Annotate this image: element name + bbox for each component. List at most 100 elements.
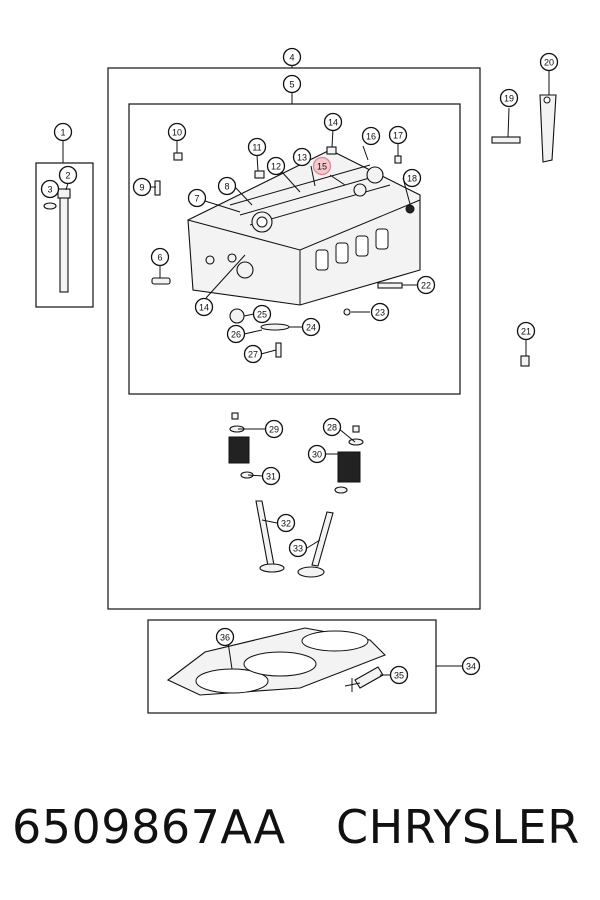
callout-label: 6 [157, 253, 162, 263]
cylinder-head-illustration [187, 149, 421, 306]
callout-label: 21 [521, 327, 531, 337]
callout-label: 33 [293, 544, 303, 554]
callout-34: 34 [461, 656, 481, 676]
callout-label: 26 [231, 330, 241, 340]
part-6 [151, 277, 171, 285]
callout-label: 1 [60, 128, 65, 138]
head-gasket [166, 627, 386, 696]
callout-25: 25 [252, 304, 272, 324]
callout-27: 27 [243, 344, 263, 364]
callout-label: 28 [327, 423, 337, 433]
callout-14-lower: 14 [194, 297, 214, 317]
part-9 [154, 180, 161, 196]
callout-4: 4 [282, 47, 302, 67]
part-rod [59, 193, 69, 293]
callout-label: 29 [269, 425, 279, 435]
callout-36: 36 [215, 627, 235, 647]
part-number: 6509867AA [12, 800, 286, 854]
callout-label: 30 [312, 450, 322, 460]
callout-33: 33 [288, 538, 308, 558]
callout-13: 13 [292, 147, 312, 167]
valve-exhaust [297, 511, 334, 578]
callout-label: 23 [375, 308, 385, 318]
part-35-plug [344, 666, 384, 692]
callout-19: 19 [499, 88, 519, 108]
main-assembly-frame [107, 67, 481, 610]
part-23 [343, 308, 351, 316]
callout-label: 8 [224, 182, 229, 192]
callout-label: 14 [199, 303, 209, 313]
callout-28: 28 [322, 417, 342, 437]
pushrod-frame [35, 162, 94, 308]
valve-spring-right [334, 425, 364, 494]
callout-15: 15 [312, 156, 332, 176]
callout-label: 4 [289, 53, 294, 63]
callout-label: 27 [248, 350, 258, 360]
part-25 [229, 308, 245, 324]
callout-label: 17 [393, 131, 403, 141]
callout-30: 30 [307, 444, 327, 464]
callout-label: 34 [466, 662, 476, 672]
part-10 [173, 152, 183, 161]
callout-23: 23 [370, 302, 390, 322]
callout-5: 5 [282, 74, 302, 94]
callout-label: 20 [544, 58, 554, 68]
callout-label: 32 [281, 519, 291, 529]
part-24 [260, 323, 290, 331]
callout-22: 22 [416, 275, 436, 295]
cylinder-head-frame [128, 103, 461, 395]
callout-16: 16 [361, 126, 381, 146]
callout-label: 14 [328, 118, 338, 128]
callout-3: 3 [40, 179, 60, 199]
callout-label: 36 [220, 633, 230, 643]
leader-lines [62, 65, 550, 676]
part-20 [539, 94, 557, 163]
part-17 [394, 155, 402, 164]
part-rod-cap [57, 188, 71, 199]
callout-label: 15 [317, 162, 327, 172]
callout-29: 29 [264, 419, 284, 439]
callout-label: 18 [407, 174, 417, 184]
part-22 [377, 282, 403, 289]
callout-24: 24 [301, 317, 321, 337]
callout-2: 2 [58, 165, 78, 185]
callout-31: 31 [261, 466, 281, 486]
callout-label: 10 [172, 128, 182, 138]
valve-intake [255, 500, 285, 573]
callout-14: 14 [323, 112, 343, 132]
callout-label: 35 [394, 671, 404, 681]
callout-1: 1 [53, 122, 73, 142]
callout-label: 3 [47, 185, 52, 195]
callout-label: 25 [257, 310, 267, 320]
callout-32: 32 [276, 513, 296, 533]
callout-7: 7 [187, 188, 207, 208]
part-21 [520, 355, 530, 367]
callout-35: 35 [389, 665, 409, 685]
callout-26: 26 [226, 324, 246, 344]
callout-label: 11 [252, 143, 261, 153]
callout-label: 24 [306, 323, 316, 333]
callout-17: 17 [388, 125, 408, 145]
part-19 [491, 136, 521, 144]
callout-6: 6 [150, 247, 170, 267]
callout-label: 19 [504, 94, 514, 104]
part-18 [405, 204, 415, 214]
callout-label: 5 [289, 80, 294, 90]
callout-20: 20 [539, 52, 559, 72]
callout-label: 22 [421, 281, 431, 291]
callout-21: 21 [516, 321, 536, 341]
valve-spring-left [228, 412, 254, 479]
brand-name: CHRYSLER [336, 800, 580, 854]
callout-10: 10 [167, 122, 187, 142]
callout-label: 7 [194, 194, 199, 204]
callout-label: 13 [297, 153, 307, 163]
part-11 [254, 170, 265, 179]
callout-label: 12 [271, 162, 281, 172]
callout-9: 9 [132, 177, 152, 197]
part-washer [43, 202, 57, 210]
part-27 [275, 342, 282, 358]
callout-label: 31 [266, 472, 276, 482]
part-14-top [326, 146, 337, 155]
callout-8: 8 [217, 176, 237, 196]
